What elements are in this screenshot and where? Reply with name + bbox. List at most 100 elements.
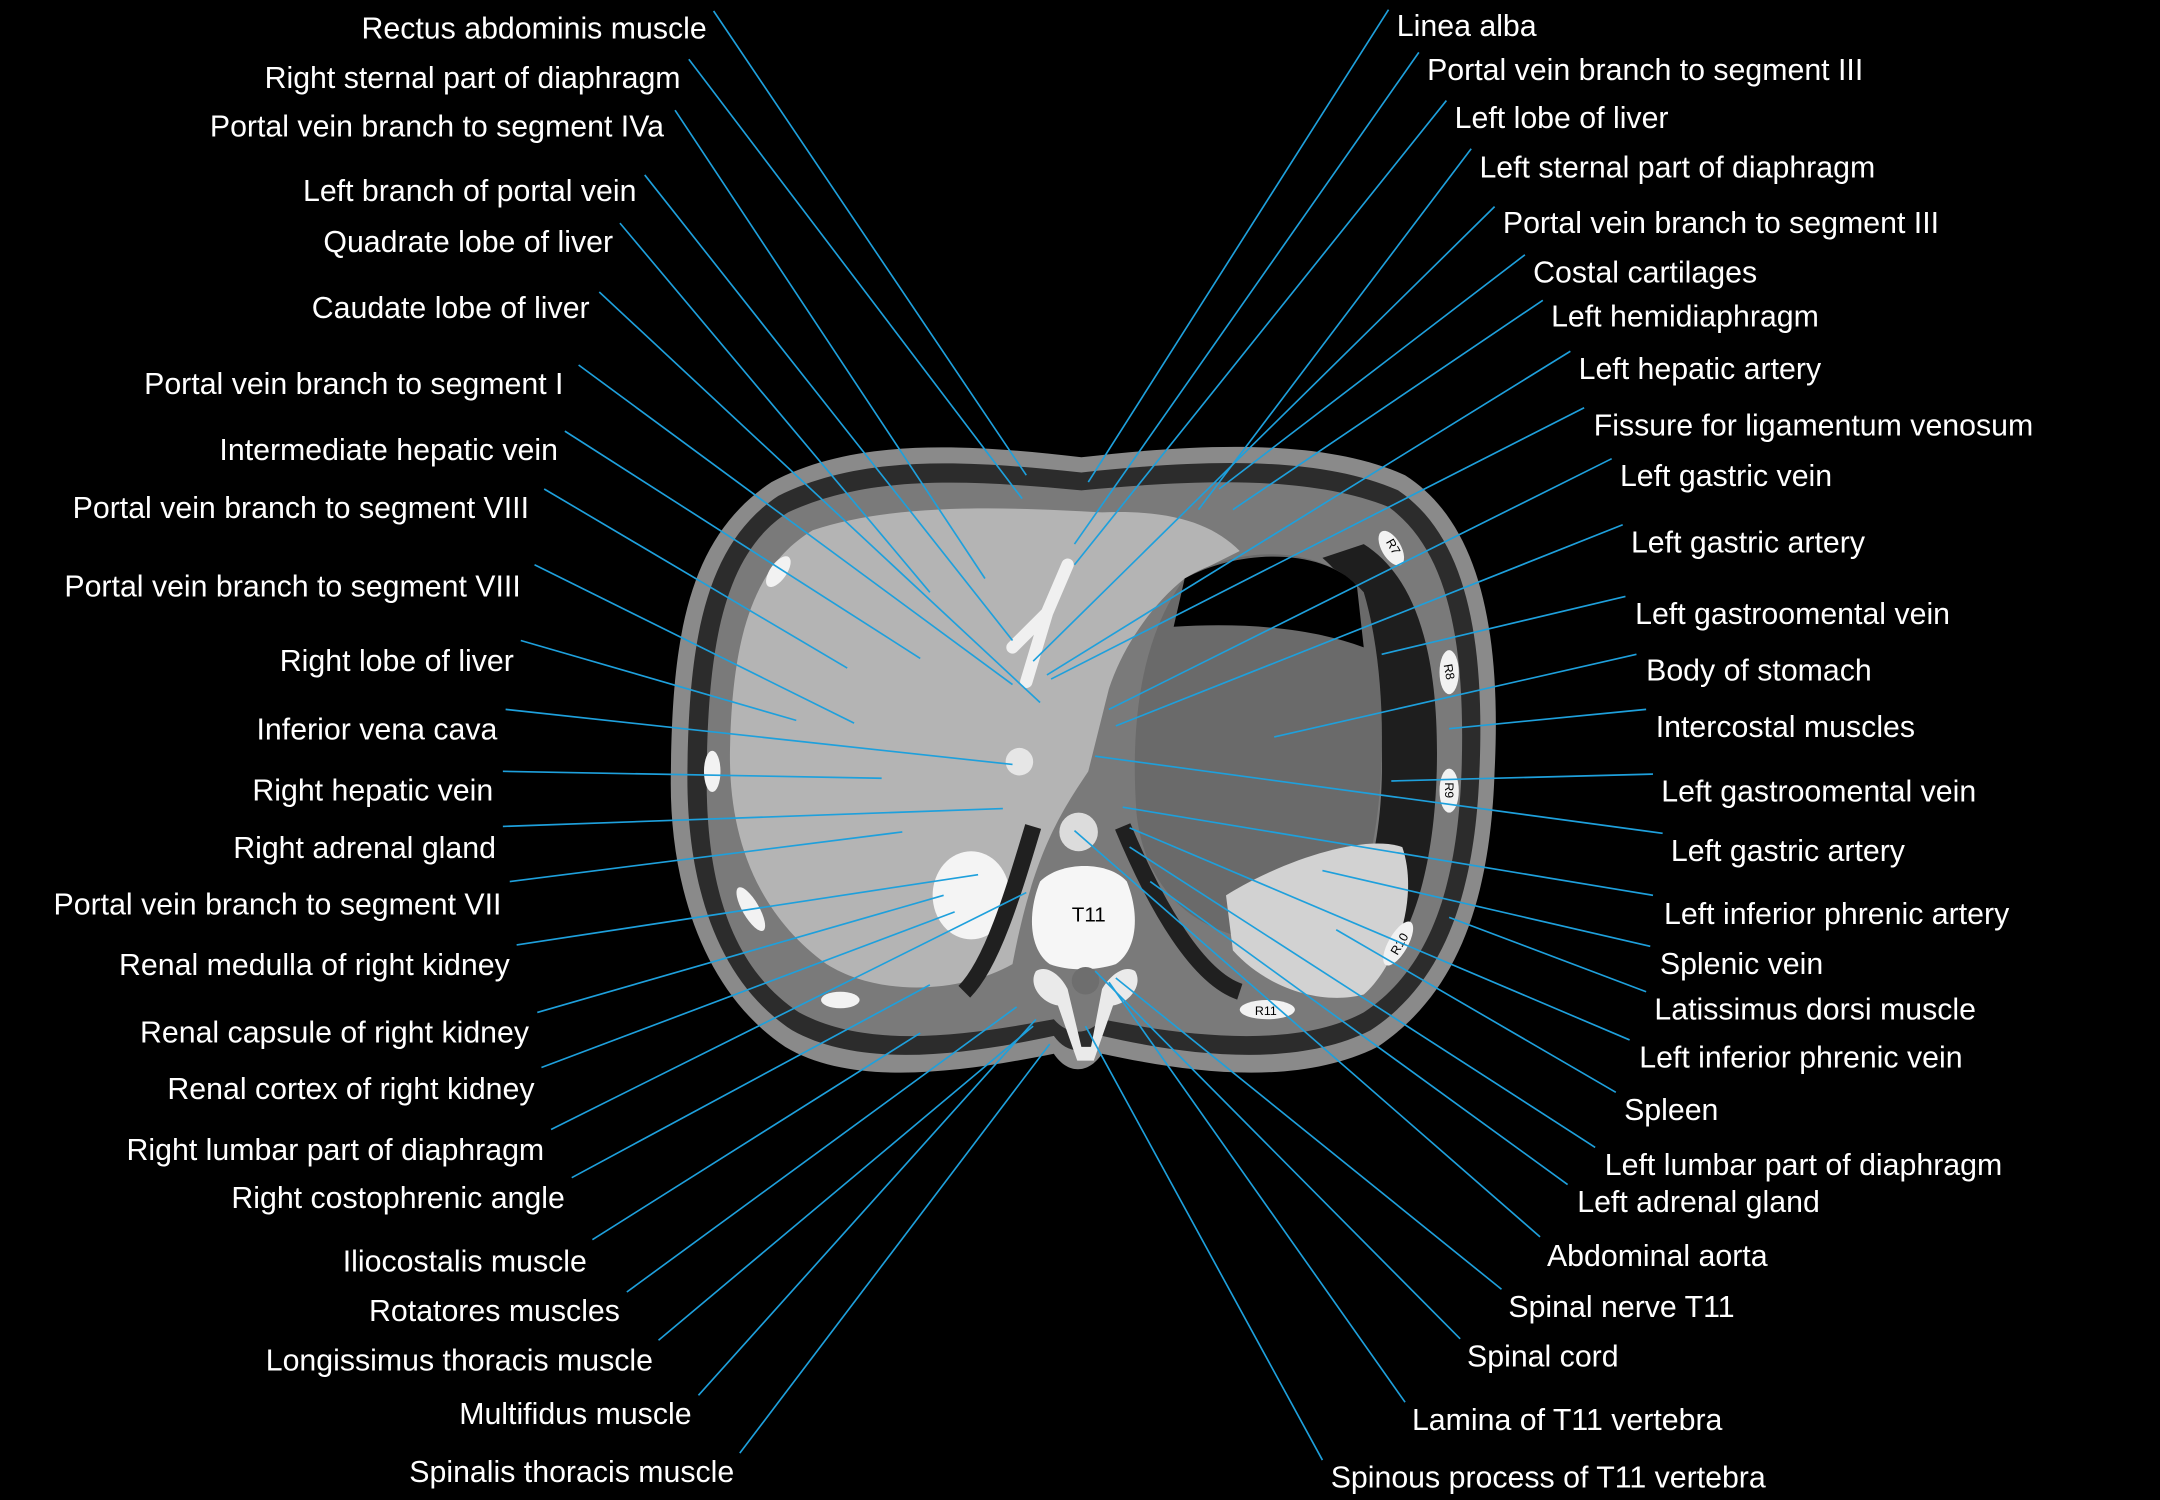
label-right-lobe-of-liver: Right lobe of liver: [280, 645, 514, 678]
label-linea-alba: Linea alba: [1397, 10, 1537, 43]
leader-line-left-gastroomental-vein: [1381, 595, 1626, 656]
label-left-branch-of-portal-vein: Left branch of portal vein: [303, 175, 636, 208]
leader-line-left-branch-of-portal-vein: [644, 174, 1014, 642]
stomach: [1134, 554, 1382, 940]
leader-line-portal-vein-branch-to-segment-iii: [1032, 206, 1496, 662]
intercostal-fat: [1322, 544, 1437, 985]
leader-line-spinal-nerve-t11: [1115, 977, 1503, 1290]
crus-shape: [958, 823, 1243, 1000]
leader-line-longissimus-thoracis-muscle: [657, 1025, 1034, 1341]
label-left-inferior-phrenic-artery: Left inferior phrenic artery: [1664, 898, 2010, 931]
label-portal-vein-branch-to-segment-iva: Portal vein branch to segment IVa: [210, 110, 664, 143]
label-rectus-abdominis-muscle: Rectus abdominis muscle: [362, 13, 707, 46]
leader-line-multifidus-muscle: [697, 1018, 1037, 1396]
stomach-air: [1173, 556, 1364, 648]
label-splenic-vein: Splenic vein: [1660, 948, 1823, 981]
label-spinal-nerve-t11: Spinal nerve T11: [1508, 1291, 1734, 1324]
leader-line-renal-medulla-of-right-kidney: [516, 873, 979, 946]
label-right-costophrenic-angle: Right costophrenic angle: [231, 1182, 564, 1215]
leader-line-spinal-cord: [1094, 970, 1461, 1340]
leader-line-left-hepatic-artery: [1046, 350, 1571, 676]
leader-line-right-sternal-part-of-diaphragm: [688, 58, 1023, 500]
rib-r11: [1239, 1000, 1295, 1020]
leader-line-right-lumbar-part-of-diaphragm: [550, 891, 1027, 1131]
rib-right-4: [821, 991, 860, 1009]
rib-right-2: [703, 750, 721, 793]
label-right-hepatic-vein: Right hepatic vein: [252, 774, 493, 807]
leader-line-iliocostalis-muscle: [591, 1032, 921, 1241]
portal-vein-shape: [1006, 558, 1074, 689]
label-spleen: Spleen: [1624, 1094, 1718, 1127]
label-right-lumbar-part-of-diaphragm: Right lumbar part of diaphragm: [127, 1134, 545, 1167]
label-portal-vein-branch-to-segment-iii: Portal vein branch to segment III: [1503, 207, 1939, 240]
label-left-gastric-artery: Left gastric artery: [1671, 835, 1906, 868]
leader-line-caudate-lobe-of-liver: [598, 291, 1041, 704]
rib-label-r9: R9: [1442, 782, 1456, 798]
leader-line-portal-vein-branch-to-segment-iva: [674, 109, 986, 579]
label-left-gastric-vein: Left gastric vein: [1620, 460, 1832, 493]
label-abdominal-aorta: Abdominal aorta: [1547, 1240, 1768, 1273]
leader-line-left-hemidiaphragm: [1232, 299, 1544, 511]
leader-line-left-gastric-vein: [1108, 457, 1613, 711]
ivc-shape: [1005, 747, 1034, 776]
leader-line-spinous-process-of-t11-vertebra: [1084, 1025, 1324, 1461]
label-fissure-for-ligamentum-venosum: Fissure for ligamentum venosum: [1594, 409, 2033, 442]
label-body-of-stomach: Body of stomach: [1646, 654, 1872, 687]
leader-line-right-lobe-of-liver: [520, 639, 797, 722]
label-portal-vein-branch-to-segment-vii: Portal vein branch to segment VII: [54, 889, 502, 922]
label-left-adrenal-gland: Left adrenal gland: [1577, 1186, 1820, 1219]
leader-line-rotatores-muscles: [626, 1006, 1018, 1293]
label-portal-vein-branch-to-segment-iii: Portal vein branch to segment III: [1427, 54, 1863, 87]
leader-line-portal-vein-branch-to-segment-viii: [543, 488, 848, 669]
leader-line-left-inferior-phrenic-vein: [1129, 827, 1630, 1041]
leader-line-linea-alba: [1087, 9, 1390, 483]
label-right-adrenal-gland: Right adrenal gland: [233, 832, 496, 865]
label-intercostal-muscles: Intercostal muscles: [1656, 711, 1915, 744]
leader-line-intercostal-muscles: [1449, 708, 1647, 730]
leader-line-right-hepatic-vein: [502, 770, 882, 780]
label-renal-capsule-of-right-kidney: Renal capsule of right kidney: [140, 1017, 530, 1050]
leader-line-left-gastric-artery: [1095, 755, 1663, 835]
rib-right-1: [766, 556, 791, 588]
leader-line-left-gastroomental-vein: [1391, 773, 1654, 782]
leader-line-splenic-vein: [1322, 869, 1651, 948]
leader-line-portal-vein-branch-to-segment-viii: [534, 563, 855, 724]
leader-line-portal-vein-branch-to-segment-iii: [1073, 51, 1420, 545]
label-spinous-process-of-t11-vertebra: Spinous process of T11 vertebra: [1331, 1462, 1766, 1495]
label-rotatores-muscles: Rotatores muscles: [369, 1295, 620, 1328]
label-costal-cartilages: Costal cartilages: [1533, 256, 1757, 289]
label-left-gastric-artery: Left gastric artery: [1631, 526, 1866, 559]
leader-line-portal-vein-branch-to-segment-vii: [509, 831, 903, 883]
vertebra-shape: [1031, 866, 1135, 970]
leader-line-abdominal-aorta: [1073, 829, 1541, 1238]
leader-line-spinalis-thoracis-muscle: [739, 1043, 1051, 1454]
rib-r8: [1439, 650, 1459, 695]
label-portal-vein-branch-to-segment-viii: Portal vein branch to segment VIII: [73, 492, 529, 525]
label-left-gastroomental-vein: Left gastroomental vein: [1661, 776, 1976, 809]
leader-line-rectus-abdominis-muscle: [712, 10, 1027, 476]
leader-line-right-costophrenic-angle: [571, 984, 931, 1179]
leader-line-latissimus-dorsi-muscle: [1448, 916, 1647, 993]
label-left-lumbar-part-of-diaphragm: Left lumbar part of diaphragm: [1605, 1149, 2002, 1182]
leader-line-inferior-vena-cava: [505, 708, 1013, 766]
vertebra-label: T11: [1072, 903, 1106, 926]
ct-scan-image: R7 R8 R9 R10 R11 T11: [670, 446, 1496, 1073]
rib-label-r11: R11: [1255, 1004, 1277, 1018]
label-right-sternal-part-of-diaphragm: Right sternal part of diaphragm: [265, 62, 681, 95]
label-renal-medulla-of-right-kidney: Renal medulla of right kidney: [119, 949, 511, 982]
label-spinalis-thoracis-muscle: Spinalis thoracis muscle: [409, 1456, 734, 1489]
rib-r10: [1383, 921, 1414, 966]
spleen-shape: [1226, 843, 1409, 998]
label-caudate-lobe-of-liver: Caudate lobe of liver: [312, 292, 590, 325]
rib-r7: [1378, 530, 1405, 566]
leader-line-left-adrenal-gland: [1149, 880, 1569, 1186]
leader-line-left-lumbar-part-of-diaphragm: [1129, 846, 1596, 1149]
label-iliocostalis-muscle: Iliocostalis muscle: [343, 1245, 587, 1278]
label-left-hemidiaphragm: Left hemidiaphragm: [1551, 300, 1819, 333]
leader-line-left-inferior-phrenic-artery: [1122, 806, 1654, 897]
leader-line-fissure-for-ligamentum-venosum: [1050, 406, 1585, 680]
leader-line-left-gastric-artery: [1115, 524, 1624, 727]
leader-line-intermediate-hepatic-vein: [564, 430, 921, 660]
